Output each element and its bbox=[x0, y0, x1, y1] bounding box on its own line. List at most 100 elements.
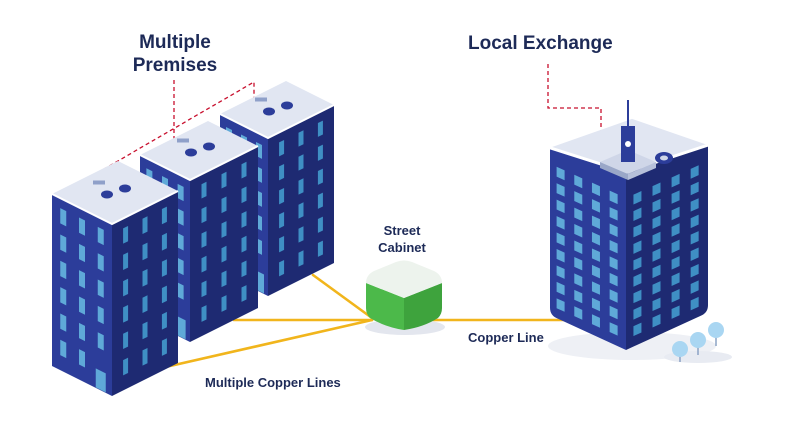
building-parapet bbox=[219, 104, 335, 140]
window bbox=[574, 240, 583, 254]
window bbox=[690, 181, 699, 196]
window bbox=[142, 295, 148, 313]
street-cabinet-label-line1: Street bbox=[383, 223, 421, 238]
window bbox=[317, 192, 323, 209]
window bbox=[161, 206, 167, 225]
window bbox=[671, 288, 680, 303]
window bbox=[161, 285, 167, 304]
roof-fan-hub bbox=[660, 155, 668, 161]
multiple-premises-label-line2: Premises bbox=[132, 55, 218, 76]
window bbox=[671, 190, 680, 204]
window bbox=[79, 270, 85, 289]
roof-unit bbox=[177, 138, 189, 143]
roof-unit bbox=[255, 97, 267, 102]
building-roof bbox=[52, 161, 178, 224]
window bbox=[690, 165, 699, 179]
street-cabinet-label-line2: Cabinet bbox=[378, 240, 426, 255]
window bbox=[161, 259, 167, 277]
window bbox=[591, 215, 600, 230]
window bbox=[79, 217, 85, 236]
window bbox=[671, 256, 680, 270]
multiple-premises-label-line1: Multiple bbox=[139, 32, 211, 53]
window bbox=[317, 216, 323, 233]
window bbox=[652, 231, 661, 246]
window bbox=[298, 250, 304, 267]
window bbox=[556, 199, 565, 214]
window bbox=[609, 305, 618, 320]
window bbox=[298, 178, 304, 195]
window bbox=[123, 305, 129, 323]
window bbox=[60, 313, 67, 332]
window bbox=[177, 282, 184, 300]
window bbox=[142, 242, 148, 261]
building-parapet bbox=[139, 145, 259, 182]
window bbox=[201, 231, 207, 248]
window bbox=[79, 322, 85, 342]
window bbox=[177, 183, 184, 202]
tree-icon bbox=[690, 332, 706, 355]
window bbox=[633, 322, 642, 337]
window bbox=[60, 208, 67, 227]
window bbox=[177, 233, 184, 251]
window bbox=[317, 120, 323, 137]
window bbox=[671, 206, 680, 221]
local-exchange-building bbox=[548, 100, 716, 360]
window bbox=[609, 223, 618, 237]
window bbox=[60, 260, 67, 280]
window bbox=[142, 347, 148, 366]
window bbox=[556, 248, 565, 263]
cabinet-top bbox=[366, 260, 442, 298]
window bbox=[633, 207, 642, 221]
window bbox=[591, 232, 600, 246]
street-cabinet-label: Street Cabinet bbox=[368, 222, 436, 256]
window bbox=[574, 207, 583, 222]
window bbox=[221, 245, 227, 263]
window bbox=[201, 206, 207, 224]
window bbox=[609, 239, 618, 254]
window bbox=[652, 248, 661, 262]
window bbox=[574, 306, 583, 320]
window bbox=[123, 226, 129, 244]
window bbox=[652, 314, 661, 328]
window bbox=[97, 253, 104, 272]
window bbox=[317, 168, 323, 185]
window bbox=[241, 186, 247, 204]
window bbox=[221, 196, 227, 214]
window bbox=[633, 223, 642, 238]
building-parapet bbox=[51, 190, 179, 226]
window bbox=[123, 278, 129, 297]
copper-line-building-1 bbox=[146, 318, 374, 373]
window bbox=[556, 216, 565, 230]
window bbox=[279, 260, 285, 277]
window bbox=[556, 183, 565, 197]
roof-vent-icon bbox=[119, 184, 131, 193]
window bbox=[97, 279, 104, 298]
window bbox=[298, 202, 304, 219]
window bbox=[221, 171, 227, 189]
cabinet-front bbox=[366, 283, 404, 330]
window bbox=[609, 322, 618, 336]
building-door bbox=[95, 368, 106, 393]
building-roof bbox=[220, 81, 334, 138]
window bbox=[690, 198, 699, 212]
window bbox=[633, 306, 642, 320]
roof-vent-icon bbox=[203, 142, 215, 151]
roof-vent-icon bbox=[281, 101, 293, 110]
window bbox=[556, 232, 565, 247]
trees bbox=[664, 322, 732, 363]
window bbox=[690, 280, 699, 294]
window bbox=[60, 339, 67, 359]
roof-vent-icon bbox=[101, 190, 113, 199]
window bbox=[177, 208, 184, 226]
window bbox=[652, 281, 661, 295]
window bbox=[161, 338, 167, 356]
building-door bbox=[175, 315, 186, 340]
window bbox=[591, 297, 600, 312]
building-side-face bbox=[112, 191, 178, 396]
window bbox=[591, 182, 600, 197]
cabinet-side bbox=[404, 283, 442, 330]
window bbox=[142, 268, 148, 287]
window bbox=[79, 296, 85, 315]
window bbox=[241, 285, 247, 302]
